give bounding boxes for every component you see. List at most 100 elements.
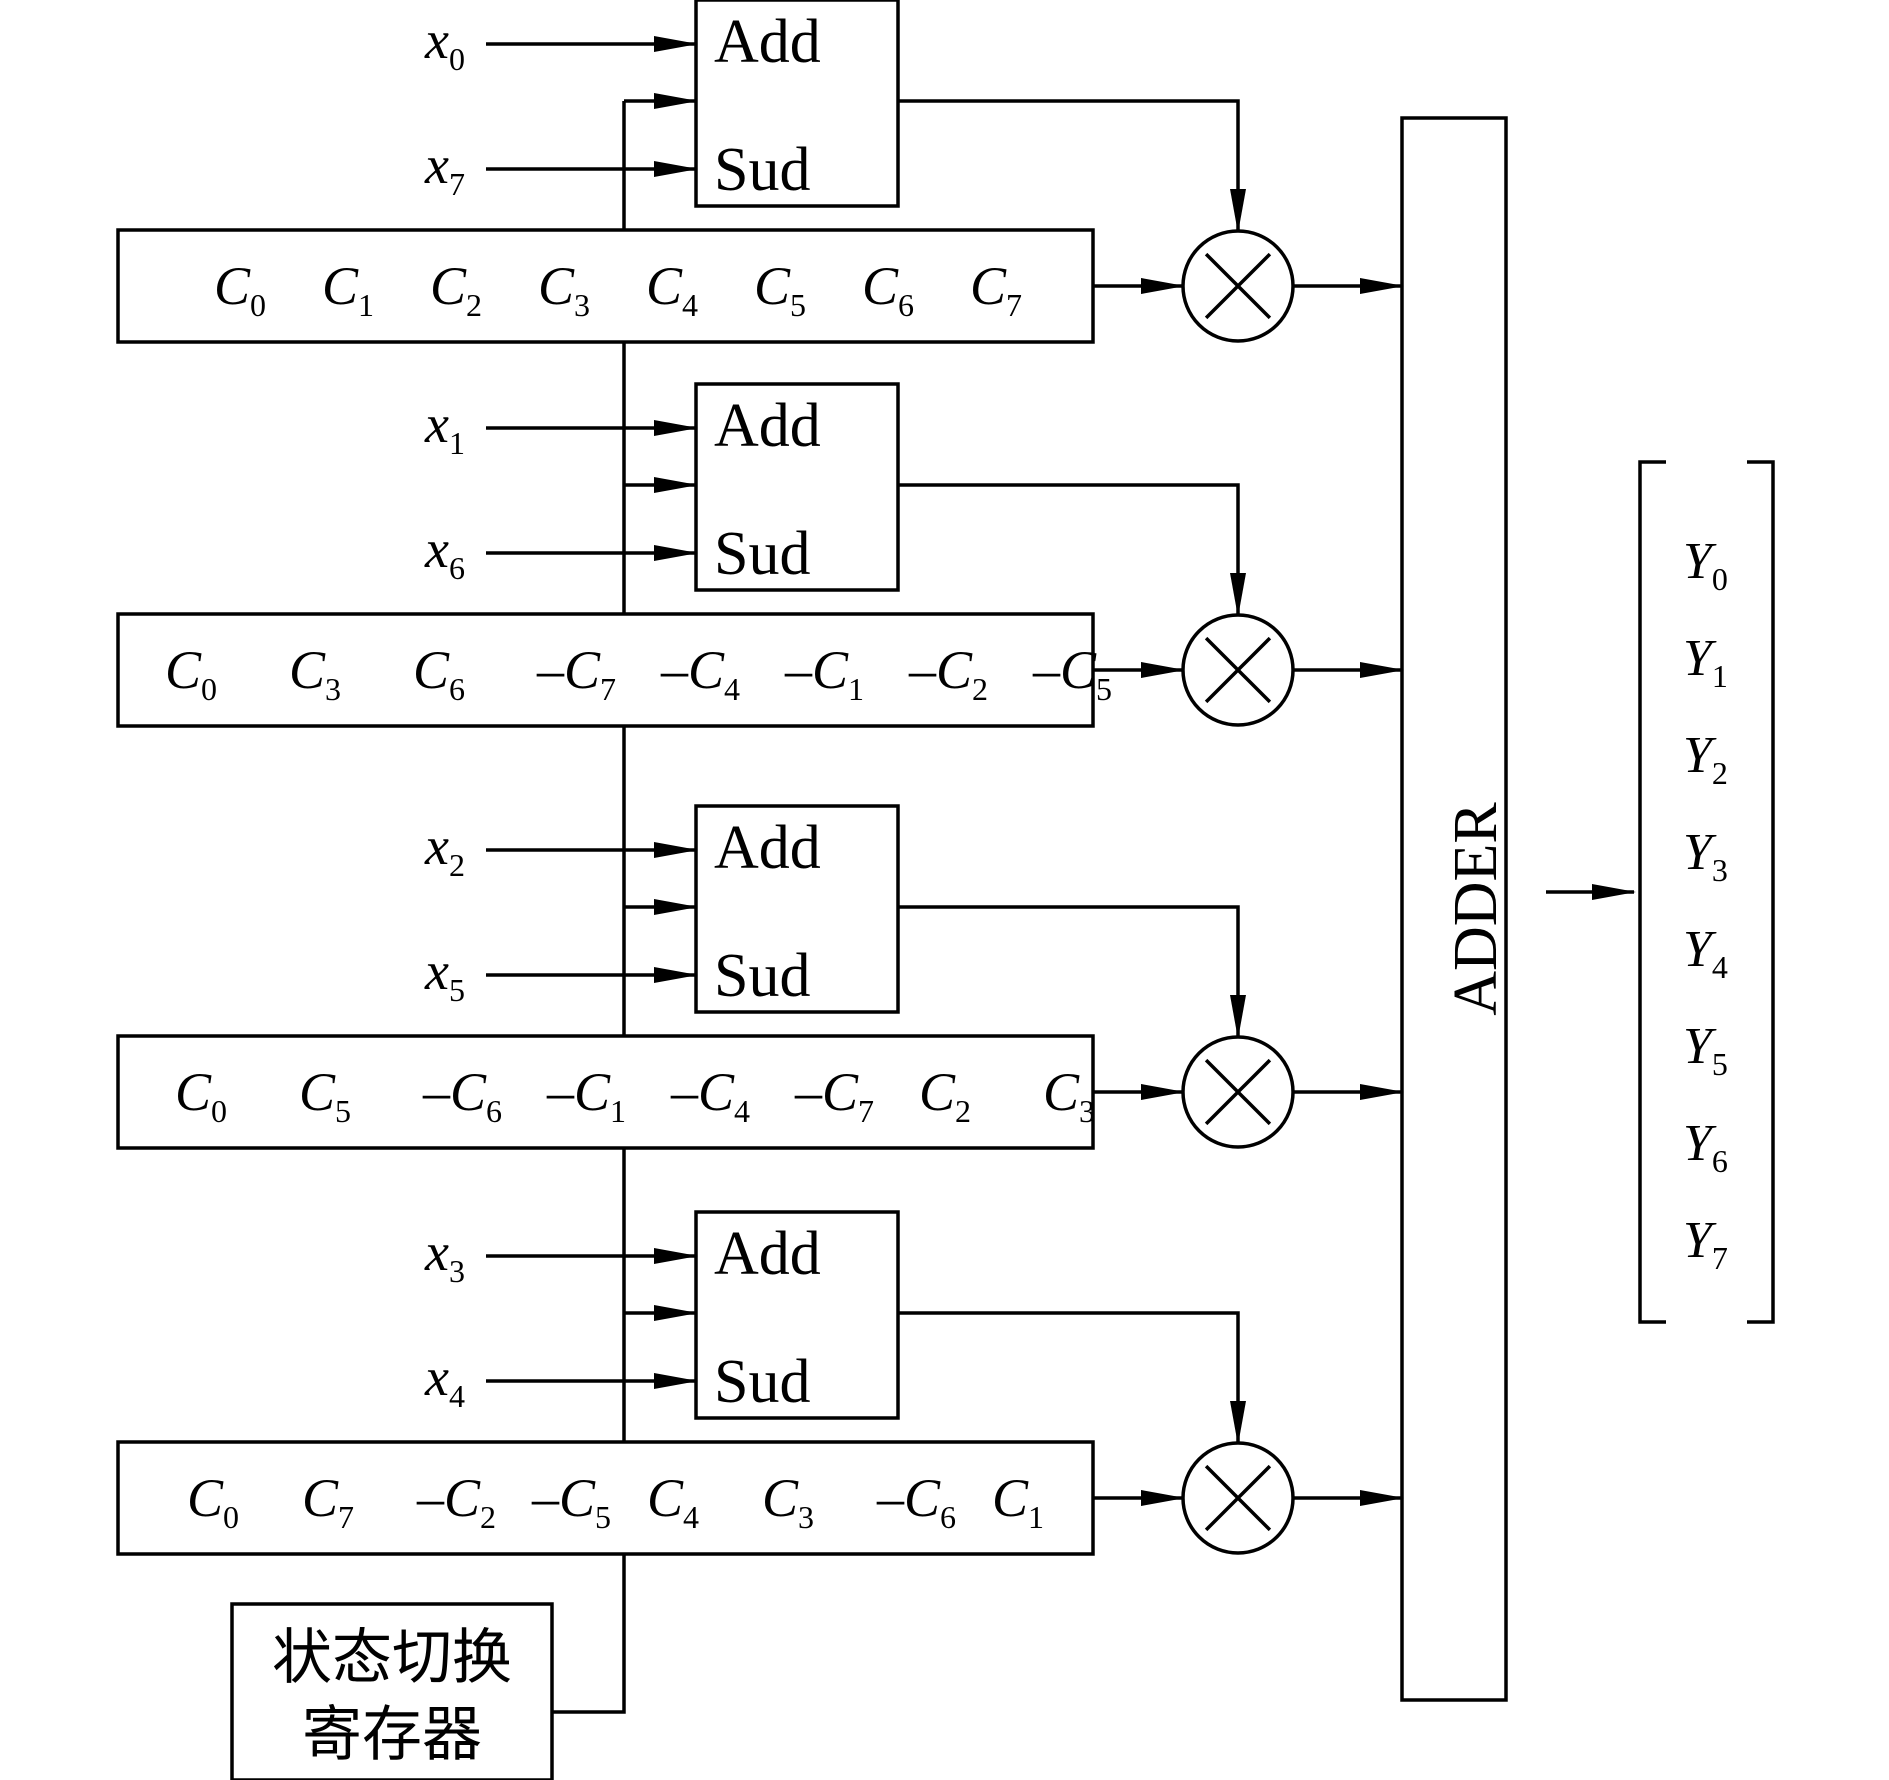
input-label-x5: x5 bbox=[424, 941, 465, 1008]
coefficient-C2-subscript: 2 bbox=[955, 1093, 971, 1129]
coefficient-neg-C6-symbol: C bbox=[904, 1468, 941, 1528]
adder-block bbox=[1400, 116, 1508, 1702]
circled-times-icon bbox=[1181, 613, 1295, 727]
input-label-x7-subscript: 7 bbox=[449, 166, 465, 202]
coefficient-C3-subscript: 3 bbox=[1079, 1093, 1095, 1129]
coefficient-neg-C2: –C2 bbox=[908, 640, 988, 707]
input-label-x0-symbol: x bbox=[424, 10, 449, 70]
coefficient-C4: C4 bbox=[646, 256, 698, 323]
add-port-label: Add bbox=[714, 1220, 821, 1288]
output-Y3-symbol: Y bbox=[1683, 824, 1717, 881]
coefficient-neg-C5-sign: – bbox=[1032, 640, 1061, 700]
coefficient-neg-C6-subscript: 6 bbox=[940, 1499, 956, 1535]
coefficient-neg-C6-subscript: 6 bbox=[486, 1093, 502, 1129]
output-Y3: Y3 bbox=[1683, 824, 1728, 888]
coefficient-C2-subscript: 2 bbox=[466, 287, 482, 323]
coefficient-neg-C4-symbol: C bbox=[688, 640, 725, 700]
input-label-x6: x6 bbox=[424, 519, 465, 586]
adder-label: ADDER bbox=[1442, 802, 1510, 1016]
output-Y7: Y7 bbox=[1683, 1212, 1728, 1276]
input-label-x7: x7 bbox=[424, 135, 465, 202]
state-register-wire bbox=[552, 1554, 626, 1714]
coefficient-neg-C7-subscript: 7 bbox=[600, 671, 616, 707]
coefficient-C6-subscript: 6 bbox=[898, 287, 914, 323]
input-label-x4: x4 bbox=[424, 1347, 465, 1414]
box-to-multiplier-wire bbox=[898, 1311, 1246, 1445]
output-bracket-left bbox=[1638, 460, 1666, 1324]
coefficient-neg-C1: –C1 bbox=[784, 640, 864, 707]
coefficient-neg-C1-sign: – bbox=[546, 1062, 575, 1122]
output-Y1-subscript: 1 bbox=[1712, 658, 1728, 694]
coefficient-row bbox=[116, 612, 1095, 728]
coefficient-C0-symbol: C bbox=[187, 1468, 224, 1528]
state-register-box bbox=[230, 1602, 554, 1780]
coefficient-C3-subscript: 3 bbox=[325, 671, 341, 707]
coefficient-neg-C2-sign: – bbox=[416, 1468, 445, 1528]
coefficient-C3-symbol: C bbox=[289, 640, 326, 700]
coefficient-C2-symbol: C bbox=[919, 1062, 956, 1122]
coefficient-C6: C6 bbox=[862, 256, 914, 323]
coefficient-C1-symbol: C bbox=[322, 256, 359, 316]
coefficient-neg-C4: –C4 bbox=[660, 640, 740, 707]
output-Y0-subscript: 0 bbox=[1712, 561, 1728, 597]
coefficient-C5-symbol: C bbox=[754, 256, 791, 316]
coefficient-neg-C6: –C6 bbox=[876, 1468, 956, 1535]
input-label-x1: x1 bbox=[424, 394, 465, 461]
coefficient-C0-symbol: C bbox=[214, 256, 251, 316]
coefficient-C1: C1 bbox=[992, 1468, 1044, 1535]
input-label-x2-symbol: x bbox=[424, 816, 449, 876]
coefficient-C4-subscript: 4 bbox=[682, 287, 698, 323]
coefficient-C3-symbol: C bbox=[762, 1468, 799, 1528]
box-to-multiplier-wire bbox=[898, 483, 1246, 617]
box-to-multiplier-wire bbox=[898, 905, 1246, 1039]
sub-port-label: Sud bbox=[714, 520, 810, 588]
coefficient-C3-subscript: 3 bbox=[798, 1499, 814, 1535]
coefficient-neg-C2-subscript: 2 bbox=[972, 671, 988, 707]
input-label-x5-symbol: x bbox=[424, 941, 449, 1001]
output-Y6-symbol: Y bbox=[1683, 1115, 1717, 1172]
coefficient-neg-C7-sign: – bbox=[794, 1062, 823, 1122]
input-label-x0: x0 bbox=[424, 10, 465, 77]
output-Y4-symbol: Y bbox=[1683, 921, 1717, 978]
coefficient-neg-C4-symbol: C bbox=[698, 1062, 735, 1122]
output-Y7-symbol: Y bbox=[1683, 1212, 1717, 1269]
coefficient-neg-C5-subscript: 5 bbox=[1096, 671, 1112, 707]
coefficient-neg-C1: –C1 bbox=[546, 1062, 626, 1129]
input-label-x3: x3 bbox=[424, 1222, 465, 1289]
coefficient-row bbox=[116, 228, 1095, 344]
coefficient-C6-symbol: C bbox=[862, 256, 899, 316]
output-Y2-subscript: 2 bbox=[1712, 755, 1728, 791]
coefficient-neg-C2-symbol: C bbox=[444, 1468, 481, 1528]
add-sub-box bbox=[694, 0, 900, 208]
coefficient-neg-C4-subscript: 4 bbox=[734, 1093, 750, 1129]
coefficient-C4-subscript: 4 bbox=[683, 1499, 699, 1535]
output-Y5-symbol: Y bbox=[1683, 1018, 1717, 1075]
coefficient-neg-C5: –C5 bbox=[531, 1468, 611, 1535]
add-sub-box bbox=[694, 1210, 900, 1420]
input-label-x4-subscript: 4 bbox=[449, 1378, 465, 1414]
coefficient-neg-C2: –C2 bbox=[416, 1468, 496, 1535]
coefficient-C7-symbol: C bbox=[302, 1468, 339, 1528]
state-register-line2: 寄存器 bbox=[302, 1700, 482, 1770]
coefficient-C6-symbol: C bbox=[413, 640, 450, 700]
coefficient-C0-subscript: 0 bbox=[201, 671, 217, 707]
coefficient-C0: C0 bbox=[187, 1468, 239, 1535]
coefficient-C6: C6 bbox=[413, 640, 465, 707]
output-Y6: Y6 bbox=[1683, 1115, 1728, 1179]
input-label-x3-subscript: 3 bbox=[449, 1253, 465, 1289]
circled-times-icon bbox=[1181, 1035, 1295, 1149]
output-Y0: Y0 bbox=[1683, 533, 1728, 597]
coefficient-neg-C2-subscript: 2 bbox=[480, 1499, 496, 1535]
coefficient-neg-C1-symbol: C bbox=[812, 640, 849, 700]
coefficient-C3: C3 bbox=[538, 256, 590, 323]
input-label-x7-symbol: x bbox=[424, 135, 449, 195]
coefficient-C2: C2 bbox=[919, 1062, 971, 1129]
coefficient-C0-subscript: 0 bbox=[223, 1499, 239, 1535]
